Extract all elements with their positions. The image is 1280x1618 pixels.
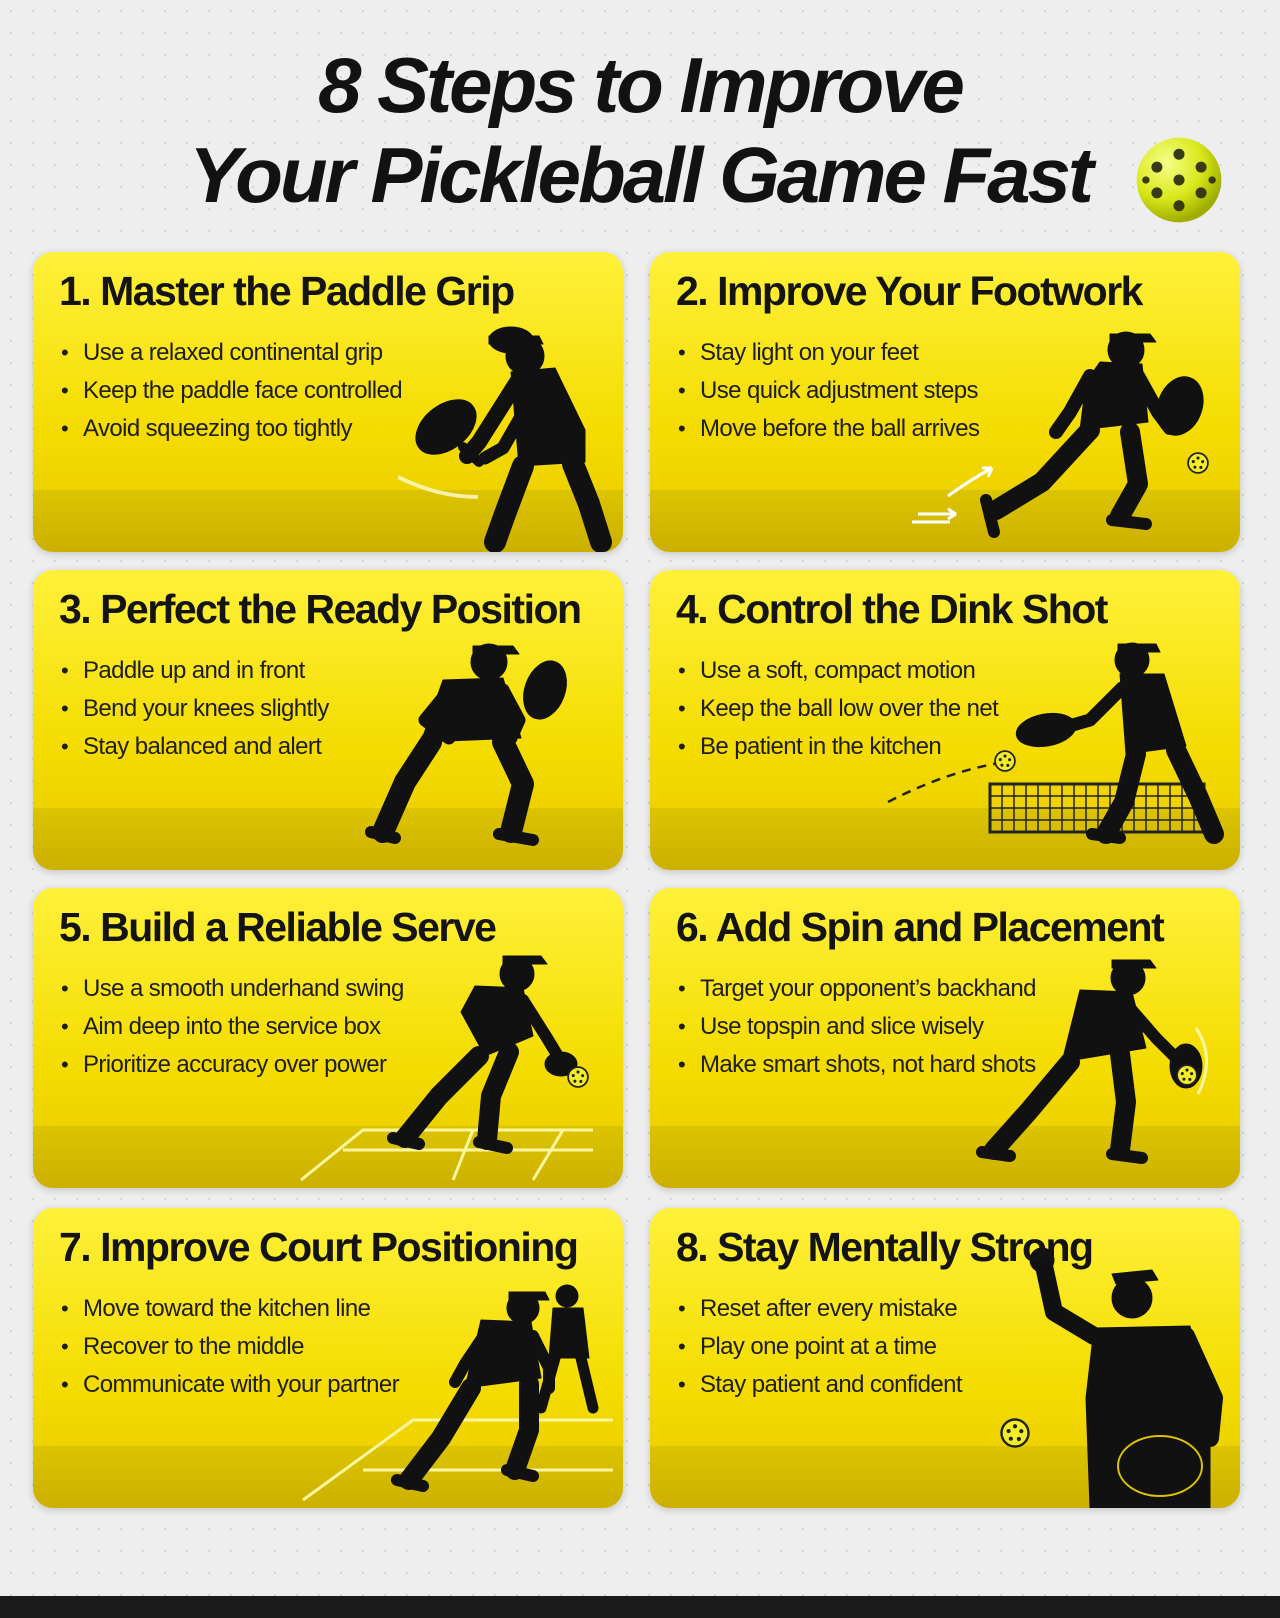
step-bullet: Aim deep into the service box (61, 1008, 404, 1046)
step-title: 1. Master the Paddle Grip (59, 268, 515, 314)
step-title: 6. Add Spin and Placement (676, 904, 1165, 950)
step-bullet: Use a smooth underhand swing (61, 970, 404, 1008)
celebrating-player-silhouette-icon (1000, 1247, 1223, 1508)
step-bullet: Keep the ball low over the net (678, 690, 999, 728)
court-floor (650, 808, 1240, 870)
step-bullet: Be patient in the kitchen (678, 728, 998, 766)
spin-shot-silhouette-icon (976, 959, 1208, 1164)
step-bullet: Prioritize accuracy over power (61, 1046, 404, 1084)
step-card-8: 8. Stay Mentally Strong Reset after ever… (650, 1208, 1240, 1508)
step-bullet: Reset after every mistake (678, 1290, 962, 1328)
step-bullet: Use quick adjustment steps (678, 372, 979, 410)
page-title: 8 Steps to Improve Your Pickleball Game … (0, 40, 1280, 220)
step-card-5: 5. Build a Reliable Serve Use a smooth u… (33, 888, 623, 1188)
step-title: 8. Stay Mentally Strong (676, 1224, 1094, 1270)
step-bullet: Move toward the kitchen line (61, 1290, 399, 1328)
ready-position-silhouette-icon (365, 643, 567, 846)
title-line-2: Your Pickleball Game Fast (189, 131, 1094, 219)
step-bullet: Stay light on your feet (678, 334, 979, 372)
step-bullet: Paddle up and in front (61, 652, 329, 690)
pickleball-icon (1136, 137, 1222, 223)
step-title: 5. Build a Reliable Serve (59, 904, 497, 950)
step-title: 4. Control the Dink Shot (676, 586, 1108, 632)
step-bullet: Play one point at a time (678, 1328, 962, 1366)
step-title: 3. Perfect the Ready Position (59, 586, 582, 632)
step-bullets: Use a soft, compact motion Keep the ball… (678, 652, 999, 766)
step-bullet: Target your opponent’s backhand (678, 970, 1036, 1008)
step-title: 7. Improve Court Positioning (59, 1224, 579, 1270)
dink-shot-silhouette-icon (887, 642, 1224, 844)
step-bullets: Stay light on your feet Use quick adjust… (678, 334, 980, 448)
serve-silhouette-icon (300, 955, 593, 1182)
step-bullet: Keep the paddle face controlled (61, 372, 403, 410)
step-bullet: Use a relaxed continental grip (61, 334, 402, 372)
step-bullet: Bend your knees slightly (61, 690, 329, 728)
runner-silhouette-icon (912, 331, 1209, 538)
step-bullet: Stay balanced and alert (61, 728, 329, 766)
step-bullets: Use a smooth underhand swing Aim deep in… (61, 970, 404, 1084)
step-card-2: 2. Improve Your Footwork Stay light on y… (650, 252, 1240, 552)
step-bullet: Make smart shots, not hard shots (678, 1046, 1036, 1084)
step-bullets: Paddle up and in front Bend your knees s… (61, 652, 329, 766)
title-line-1: 8 Steps to Improve (318, 41, 965, 129)
step-bullets: Target your opponent’s backhand Use tops… (678, 970, 1036, 1084)
step-bullet: Stay patient and confident (678, 1366, 963, 1404)
step-card-6: 6. Add Spin and Placement Target your op… (650, 888, 1240, 1188)
step-bullets: Use a relaxed continental grip Keep the … (61, 334, 403, 448)
step-bullet: Recover to the middle (61, 1328, 399, 1366)
player-silhouette-icon (397, 326, 612, 552)
court-floor (33, 490, 623, 552)
step-title: 2. Improve Your Footwork (676, 268, 1143, 314)
step-bullet: Avoid squeezing too tightly (61, 410, 402, 448)
step-bullet: Move before the ball arrives (678, 410, 980, 448)
step-card-3: 3. Perfect the Ready Position Paddle up … (33, 570, 623, 870)
bottom-bar (0, 1596, 1280, 1618)
step-bullet: Communicate with your partner (61, 1366, 400, 1404)
step-bullet: Use a soft, compact motion (678, 652, 998, 690)
step-bullet: Use topspin and slice wisely (678, 1008, 1036, 1046)
step-bullets: Move toward the kitchen line Recover to … (61, 1290, 400, 1404)
step-card-1: 1. Master the Paddle Grip Use a relaxed … (33, 252, 623, 552)
step-card-7: 7. Improve Court Positioning Move toward… (33, 1208, 623, 1508)
doubles-players-silhouette-icon (302, 1284, 613, 1502)
step-card-4: 4. Control the Dink Shot Use a soft, com… (650, 570, 1240, 870)
step-bullets: Reset after every mistake Play one point… (678, 1290, 963, 1404)
